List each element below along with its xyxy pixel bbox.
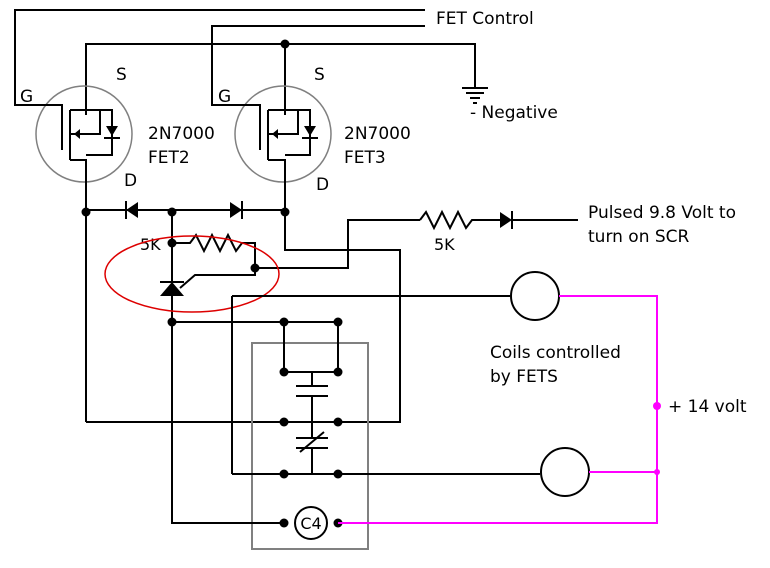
fet3-circle: [234, 85, 332, 183]
fet2-part-label: 2N7000: [148, 124, 215, 144]
fet2-name-label: FET2: [148, 148, 190, 168]
fet3-symbol: [86, 85, 401, 423]
capacitor-wiring: [171, 295, 540, 524]
fet3-gate-label: G: [218, 87, 231, 107]
fet3-drain-label: D: [316, 175, 329, 195]
pulse-line1-label: Pulsed 9.8 Volt to: [588, 203, 736, 223]
coil-bottom: [540, 447, 590, 497]
junction-dot: [81, 207, 91, 217]
coils-line1-label: Coils controlled: [490, 343, 621, 363]
fet2-circle: [35, 85, 133, 183]
highlight-ellipse: [104, 235, 280, 313]
diode-icon: [230, 201, 243, 219]
supply-wire: [338, 295, 658, 524]
fet-control-wire: [14, 9, 425, 106]
fet2-symbol: [35, 85, 133, 210]
resistor-gate-label: 5K: [140, 235, 161, 254]
fet-control-label: FET Control: [436, 9, 534, 29]
c4-label: C4: [300, 514, 321, 533]
supply-dot: [653, 402, 661, 410]
c4-component: C4: [294, 506, 328, 540]
resistor-pulse-label: 5K: [434, 235, 455, 254]
fet2-drain-label: D: [124, 171, 137, 191]
pulse-resistor-icon: [419, 209, 500, 231]
junction-dot: [280, 207, 290, 217]
fet3-part-label: 2N7000: [344, 124, 411, 144]
supply-dot: [654, 469, 660, 475]
coil-top: [510, 271, 560, 321]
fet3-source-label: S: [314, 65, 325, 85]
ground-icon: [462, 87, 488, 104]
coils-line2-label: by FETS: [490, 367, 558, 387]
diode-icon: [125, 201, 138, 219]
junction-dot: [280, 39, 290, 49]
negative-label: - Negative: [470, 103, 558, 123]
pulse-line2-label: turn on SCR: [588, 227, 690, 247]
fet3-name-label: FET3: [344, 148, 386, 168]
source-bus-wire: [85, 43, 476, 110]
fet2-source-label: S: [116, 65, 127, 85]
fet2-gate-label: G: [20, 87, 33, 107]
capacitor-box: [251, 342, 369, 550]
scr-section: [160, 212, 420, 327]
plus14-label: + 14 volt: [668, 397, 747, 417]
diode-icon: [500, 211, 578, 229]
drain-wire: [85, 209, 285, 422]
